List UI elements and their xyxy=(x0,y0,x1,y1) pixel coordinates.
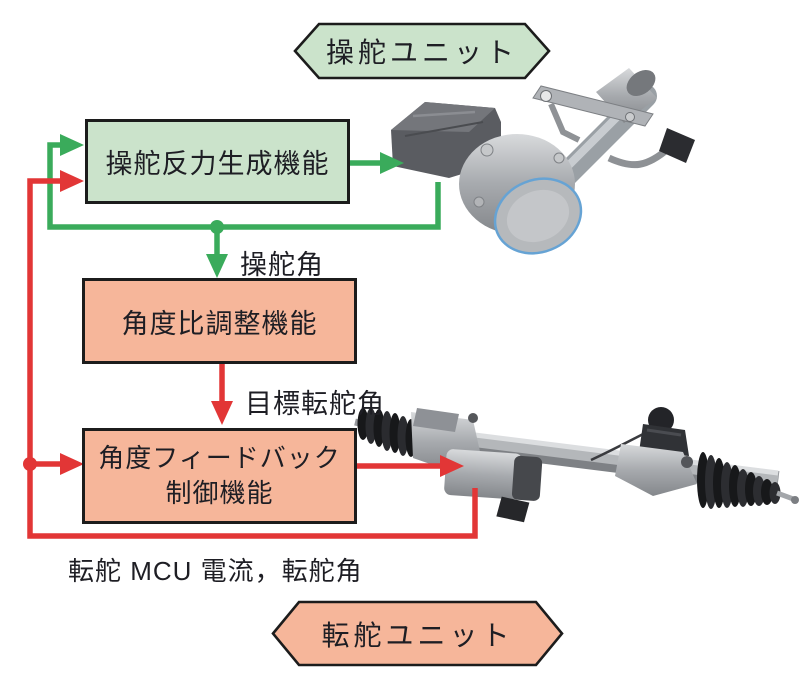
green-steering-signal-lines xyxy=(47,134,441,278)
reaction-force-function-label: 操舵反力生成機能 xyxy=(105,149,330,179)
target-turning-angle-signal-label: 目標転舵角 xyxy=(245,389,385,419)
blue-ring-disc xyxy=(493,177,583,255)
green-arrowhead-to-column-photo xyxy=(380,152,404,174)
right-bellows xyxy=(697,452,781,509)
red-arrowhead-target-angle xyxy=(211,401,233,425)
rack-motor xyxy=(444,449,543,523)
turning-unit-badge-shape xyxy=(271,600,564,667)
red-arrowhead-into-reaction-box xyxy=(60,170,84,192)
steering-rack-unit-photo xyxy=(354,407,799,523)
steering-unit-badge-shape xyxy=(293,22,551,80)
turning-unit-badge: 転舵ユニット xyxy=(271,599,564,668)
green-arrowhead-into-reaction-box xyxy=(60,134,84,156)
turning-unit-badge-label: 転舵ユニット xyxy=(321,619,514,651)
angle-ratio-function-label: 角度比調整機能 xyxy=(121,308,318,339)
red-arrowhead-into-feedback-box xyxy=(60,453,84,475)
steering-column-unit-photo xyxy=(391,68,695,255)
reaction-force-function-box: 操舵反力生成機能 xyxy=(85,119,350,204)
steering-unit-badge-label: 操舵ユニット xyxy=(325,37,518,68)
mounting-bracket xyxy=(532,85,654,143)
green-arrowhead-steering-angle xyxy=(206,254,228,278)
steering-angle-signal-label: 操舵角 xyxy=(240,250,324,280)
column-upper-cylinder xyxy=(596,68,657,123)
steering-unit-badge: 操舵ユニット xyxy=(293,21,551,81)
right-tie-rod xyxy=(776,490,799,504)
red-turning-signal-lines xyxy=(23,170,478,539)
column-lever xyxy=(607,128,695,169)
turning-mcu-current-angle-signal-label: 転舵 MCU 電流，転舵角 xyxy=(68,556,363,586)
angle-ratio-function-box: 角度比調整機能 xyxy=(82,278,357,364)
rack-right-housing xyxy=(615,444,697,496)
red-arrowhead-to-rack-photo xyxy=(440,455,464,477)
angle-feedback-function-box: 角度フィードバック 制御機能 xyxy=(82,428,357,524)
angle-feedback-function-label: 角度フィードバック 制御機能 xyxy=(98,443,341,508)
